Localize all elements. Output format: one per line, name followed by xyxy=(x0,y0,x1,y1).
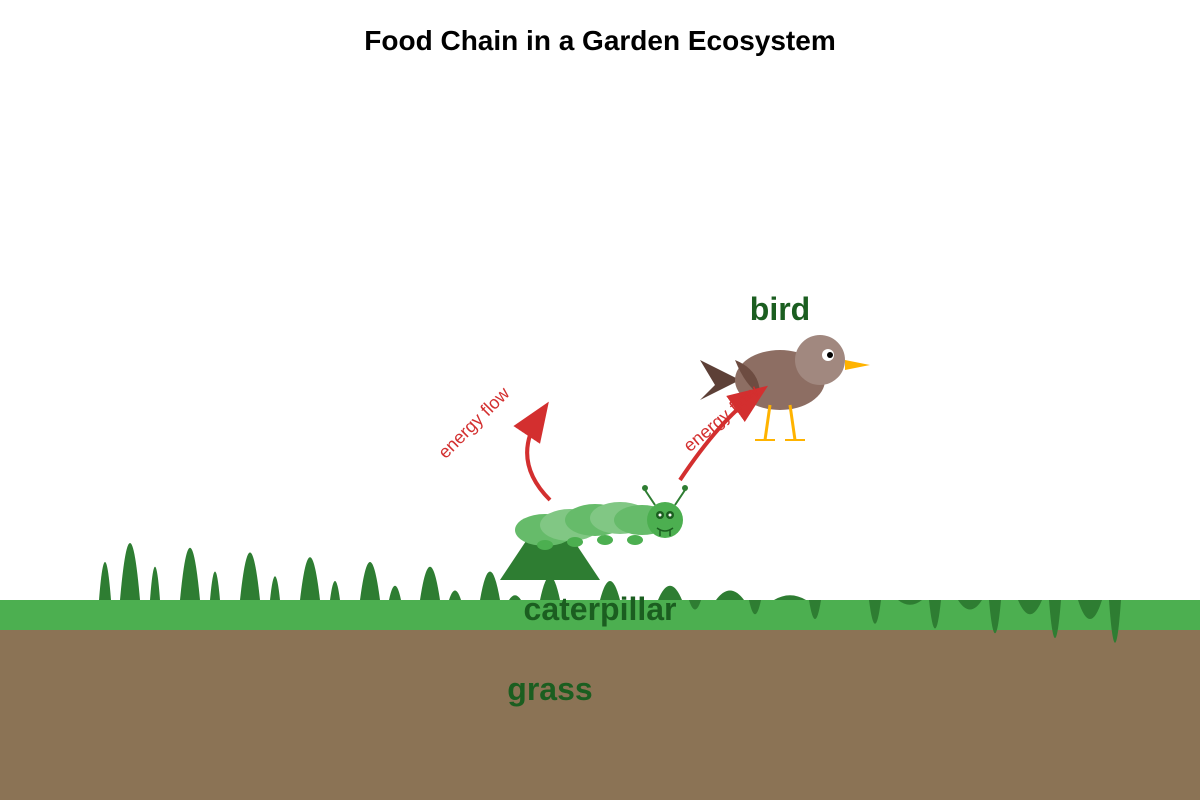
bird-head xyxy=(795,335,845,385)
grass-blade xyxy=(898,600,922,605)
caterpillar-pupil xyxy=(658,513,662,517)
grass-blade xyxy=(1078,600,1102,619)
caterpillar-leg xyxy=(597,535,613,545)
grass-blade xyxy=(360,562,380,600)
grass-blade xyxy=(1018,600,1042,615)
grass-blade xyxy=(929,600,941,629)
caterpillar-leg xyxy=(537,540,553,550)
grass-blade xyxy=(869,600,881,624)
energy-flow-label: energy flow xyxy=(679,381,763,456)
grass-blade xyxy=(1109,600,1121,643)
grass-blade xyxy=(99,562,111,600)
grass-blade xyxy=(150,566,160,600)
node-label-caterpillar: caterpillar xyxy=(524,591,677,627)
grass-blade xyxy=(809,600,821,619)
grass-blade xyxy=(420,566,440,600)
energy-flow-label: energy flow xyxy=(434,382,514,462)
energy-flow-arrow-grass-to-caterpillar xyxy=(513,401,552,502)
grass-blade xyxy=(270,576,280,600)
soil-layer xyxy=(0,630,1200,800)
grass-blade xyxy=(300,557,320,600)
caterpillar-antenna-tip xyxy=(682,485,688,491)
bird-tail xyxy=(700,360,740,400)
grass-blade xyxy=(389,585,401,600)
grass-blade xyxy=(449,590,461,600)
caterpillar-antenna xyxy=(644,489,656,506)
grass-blade xyxy=(689,600,701,610)
grass-tuft xyxy=(500,520,600,580)
grass-blade xyxy=(120,543,140,600)
caterpillar-leg xyxy=(627,535,643,545)
caterpillar-leg xyxy=(567,537,583,547)
grass-blade xyxy=(1049,600,1061,638)
caterpillar-illustration xyxy=(515,485,688,550)
grass-blade xyxy=(716,590,744,600)
grass-blade xyxy=(330,581,340,600)
grass-blade xyxy=(749,600,761,615)
grass-blade xyxy=(210,571,220,600)
grass-blade xyxy=(509,595,521,600)
bird-illustration xyxy=(700,335,870,441)
bird-beak xyxy=(845,360,870,370)
bird-pupil xyxy=(827,352,833,358)
diagram-title: Food Chain in a Garden Ecosystem xyxy=(364,25,835,56)
grass-blade xyxy=(658,585,682,600)
bird-leg xyxy=(763,404,772,441)
caterpillar-mouth xyxy=(656,527,674,532)
grass-blade xyxy=(180,547,200,600)
caterpillar-head xyxy=(647,502,683,538)
energy-flow-arrow-caterpillar-to-bird xyxy=(678,385,769,482)
grass-illustration xyxy=(99,543,1121,643)
grass-blade xyxy=(540,576,560,600)
node-label-grass: grass xyxy=(507,671,592,707)
caterpillar-pupil xyxy=(668,513,672,517)
caterpillar-antenna xyxy=(674,489,686,506)
grass-blade xyxy=(240,552,260,600)
grass-blade xyxy=(480,571,500,600)
grass-blade xyxy=(989,600,1001,634)
caterpillar-antenna-tip xyxy=(642,485,648,491)
grass-blade xyxy=(774,595,806,600)
node-label-bird: bird xyxy=(750,291,810,327)
bird-leg xyxy=(788,404,797,441)
grass-blade xyxy=(600,581,620,600)
grass-blade xyxy=(958,600,982,610)
